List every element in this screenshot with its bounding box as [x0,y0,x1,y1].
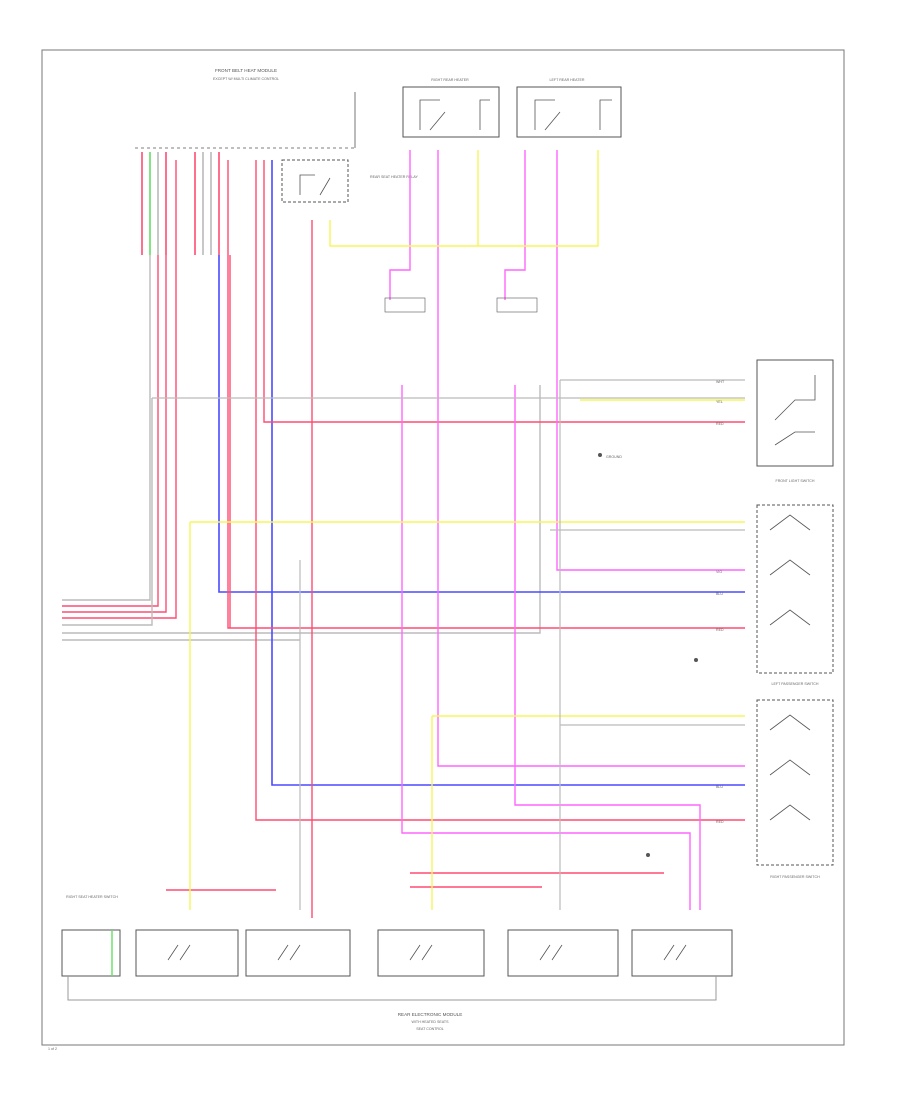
ground-icon [646,853,650,857]
switch-icon [769,514,811,626]
front-light-switch [756,359,834,467]
right-passenger-switch [756,699,834,866]
bottom-module-label: REAR ELECTRONIC MODULE [398,1012,463,1017]
wire-tag-violet: VIO [716,570,722,574]
center-relay-label: REAR SEAT HEATER RELAY [370,175,418,179]
diagram-frame [41,49,845,1046]
connector-icon [496,297,538,313]
rear-seat-heater-relay [281,159,349,203]
wire-tag-blue: BLU [716,785,723,789]
wire-tag-blue: BLU [716,592,723,596]
top-module-sub: EXCEPT W/ MULTI CLIMATE CONTROL [213,77,279,81]
wire-tag-white: WHT [716,380,725,384]
wire-tag-red: RED [716,820,724,824]
wire-tag-red: RED [716,628,724,632]
left-front-module [61,929,121,977]
relay-contact-icon [299,174,331,196]
seat-heater-module-5 [631,929,733,977]
top-module-label: FRONT BELT HEAT MODULE [215,68,277,73]
seat-heater-module-3 [377,929,485,977]
seat-heater-module-2 [245,929,351,977]
wire-tag-red: RED [716,422,724,426]
left-front-module-label: RIGHT SEAT HEATER SWITCH [66,895,118,899]
ground-label: GROUND [606,455,622,459]
front-light-switch-label: FRONT LIGHT SWITCH [776,479,815,483]
bottom-module-sub2: SEAT CONTROL [416,1027,444,1031]
right-passenger-switch-label: RIGHT PASSENGER SWITCH [770,875,820,879]
seat-heater-module-4 [507,929,619,977]
right-rear-heater-relay [402,86,500,138]
relay-contact-icon [419,99,490,131]
ground-icon [694,658,698,662]
bottom-module-sub: WITH HEATED SEATS [411,1020,449,1024]
left-passenger-switch-label: LEFT PASSENGER SWITCH [772,682,819,686]
left-rear-heater-relay [516,86,622,138]
ground-icon [598,453,602,457]
relay-contact-icon [534,99,612,131]
right-relay-title: RIGHT REAR HEATER [431,78,469,82]
wire-tag-yellow: YEL [716,400,723,404]
left-relay-title: LEFT REAR HEATER [549,78,584,82]
corner-label: 1 of 2 [48,1047,57,1051]
switch-icon [769,714,811,821]
left-passenger-switch [756,504,834,674]
switch-icon [774,375,816,446]
seat-heater-module-1 [135,929,239,977]
connector-icon [384,297,426,313]
